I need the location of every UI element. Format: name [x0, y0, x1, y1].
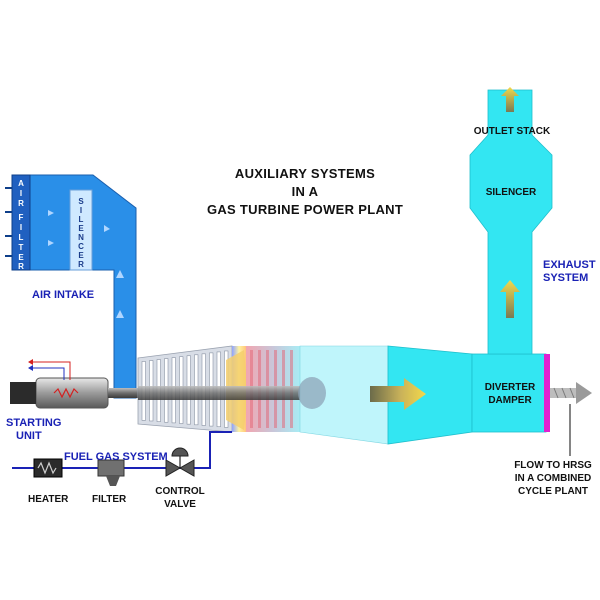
motor-lead-blue: [30, 367, 65, 380]
exhaust-system-line-1: EXHAUST: [543, 259, 596, 271]
air-intake-duct: [5, 174, 137, 399]
air-filter-letter: T: [19, 243, 24, 252]
title-line-3: GAS TURBINE POWER PLANT: [207, 202, 403, 217]
stack-silencer-label: SILENCER: [486, 187, 537, 198]
title-line-1: AUXILIARY SYSTEMS: [235, 166, 375, 181]
filter-icon: [97, 459, 125, 486]
air-filter-letter: L: [19, 233, 24, 242]
air-filter-letter: F: [19, 213, 24, 222]
motor-coil-icon: [53, 387, 79, 399]
filter-vents: [5, 187, 12, 257]
diverter-damper-line-1: DIVERTER: [485, 382, 536, 393]
damper-outlet-flange: [544, 354, 550, 432]
control-valve-icon: [165, 447, 195, 477]
lead-arrow-icon: [28, 359, 33, 365]
outlet-up-arrow-icon: [501, 87, 519, 112]
air-intake-label: AIR INTAKE: [32, 289, 94, 301]
air-filter-letter: R: [18, 262, 24, 271]
silencer-letter: I: [80, 206, 82, 215]
diverter-damper-line-2: DAMPER: [488, 395, 532, 406]
hrsg-line-3: CYCLE PLANT: [518, 486, 588, 497]
hrsg-label: FLOW TO HRSG IN A COMBINED CYCLE PLANT: [514, 460, 592, 497]
silencer-letter: E: [78, 224, 84, 233]
start-shaft: [108, 388, 138, 398]
stack-up-arrow-icon: [500, 280, 520, 318]
outlet-stack-label: OUTLET STACK: [474, 126, 551, 137]
exhaust-stack: [469, 89, 553, 355]
hrsg-line-2: IN A COMBINED: [515, 473, 591, 484]
control-valve-label: CONTROL VALVE: [155, 486, 204, 510]
air-filter-letter: E: [18, 253, 24, 262]
motor-endcap: [10, 382, 36, 404]
silencer-letter: E: [78, 251, 84, 260]
control-valve-line-1: CONTROL: [155, 486, 204, 497]
intake-flow-arrows: [48, 210, 124, 318]
hrsg-flow-arrow-icon: [550, 382, 592, 404]
air-filter-letter: I: [20, 223, 22, 232]
starting-unit-line-1: STARTING: [6, 417, 61, 429]
exhaust-system-line-2: SYSTEM: [543, 272, 588, 284]
motor-lead-red: [30, 361, 71, 380]
intake-silencer-panel: [69, 189, 93, 271]
silencer-letter: C: [78, 242, 84, 251]
air-filter-letter: I: [20, 189, 22, 198]
exhaust-cone: [298, 377, 326, 409]
exhaust-flow-arrow-icon: [370, 378, 426, 410]
silencer-letter: N: [78, 233, 84, 242]
diverter-damper-box: [471, 353, 547, 433]
exhaust-system: [387, 89, 553, 445]
air-filter-letter: R: [18, 199, 24, 208]
diagram-title: AUXILIARY SYSTEMS IN A GAS TURBINE POWER…: [207, 166, 403, 217]
starting-unit: [10, 359, 138, 409]
silencer-letter: L: [79, 215, 84, 224]
gas-turbine: [137, 345, 389, 445]
heater-label: HEATER: [28, 494, 69, 505]
main-shaft: [138, 386, 316, 400]
starting-unit-label: STARTING UNIT: [6, 417, 61, 442]
lead-arrow-icon: [28, 365, 33, 371]
starting-unit-line-2: UNIT: [16, 430, 42, 442]
hrsg-line-1: FLOW TO HRSG: [514, 460, 592, 471]
control-valve-line-2: VALVE: [164, 499, 196, 510]
exhaust-system-label: EXHAUST SYSTEM: [543, 259, 596, 284]
silencer-letter: S: [78, 197, 84, 206]
diverter-damper-label: DIVERTER DAMPER: [485, 382, 536, 406]
filter-label: FILTER: [92, 494, 127, 505]
fuel-gas-system: [12, 431, 232, 486]
air-filter-panel: [11, 174, 31, 271]
air-filter-letter: A: [18, 179, 24, 188]
fuel-gas-system-label: FUEL GAS SYSTEM: [64, 451, 168, 463]
silencer-letter: R: [78, 260, 84, 269]
air-filter-label: A I R F I L T E R: [18, 179, 24, 271]
heater-icon: [33, 458, 63, 478]
intake-silencer-label: S I L E N C E R: [78, 197, 84, 269]
title-line-2: IN A: [292, 184, 319, 199]
